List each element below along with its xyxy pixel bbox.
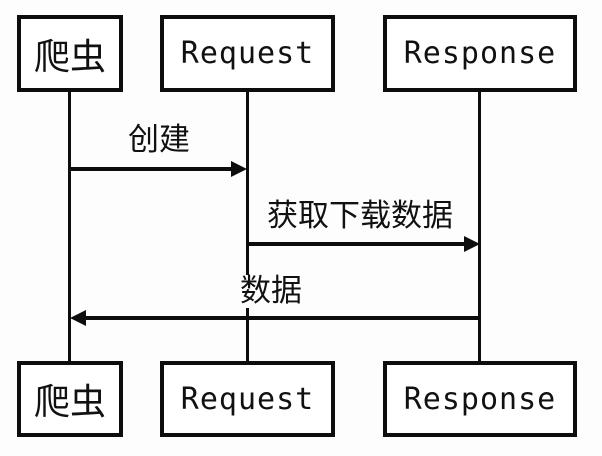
lifeline-response: [478, 92, 481, 361]
actor-label-response: Response: [403, 36, 557, 71]
message-line-create: [70, 167, 232, 171]
lifeline-request: [246, 92, 249, 361]
actor-box-request-top: Request: [160, 15, 335, 92]
actor-label-response: Response: [403, 381, 557, 417]
actor-label-crawler: 爬虫: [33, 382, 106, 423]
message-label-create: 创建: [125, 124, 193, 157]
actor-label-request: Request: [180, 36, 315, 71]
arrowhead-right-icon: [231, 161, 247, 177]
arrowhead-right-icon: [464, 236, 480, 252]
actor-label-crawler: 爬虫: [33, 36, 106, 78]
actor-box-crawler-bottom: 爬虫: [17, 361, 123, 437]
actor-box-crawler-top: 爬虫: [17, 15, 123, 92]
actor-box-request-bottom: Request: [160, 361, 335, 437]
lifeline-crawler: [68, 92, 71, 361]
actor-label-request: Request: [180, 381, 315, 417]
message-line-fetch-download-data: [247, 242, 465, 246]
message-label-data: 数据: [237, 275, 305, 308]
arrowhead-left-icon: [70, 310, 86, 326]
message-label-fetch-download-data: 获取下载数据: [264, 200, 456, 233]
actor-box-response-bottom: Response: [383, 361, 577, 437]
message-line-data: [85, 316, 480, 320]
actor-box-response-top: Response: [383, 15, 577, 92]
